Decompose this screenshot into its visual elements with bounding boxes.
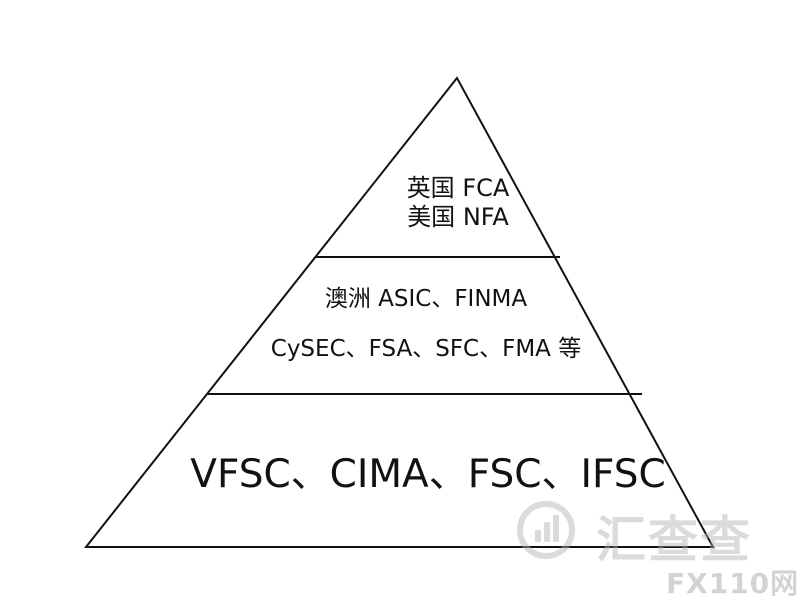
tier-middle-line-1: 澳洲 ASIC、FINMA: [324, 286, 528, 312]
tier-top: 英国 FCA 美国 NFA: [248, 174, 668, 232]
pyramid-triangle: [83, 76, 715, 548]
tier-bottom-line-1: VFSC、CIMA、FSC、IFSC: [190, 452, 666, 497]
tier-middle-line-2: CySEC、FSA、SFC、FMA 等: [270, 336, 582, 362]
tier-top-line-2: 美国 NFA: [407, 203, 509, 231]
tier-top-line-1: 英国 FCA: [406, 174, 510, 202]
